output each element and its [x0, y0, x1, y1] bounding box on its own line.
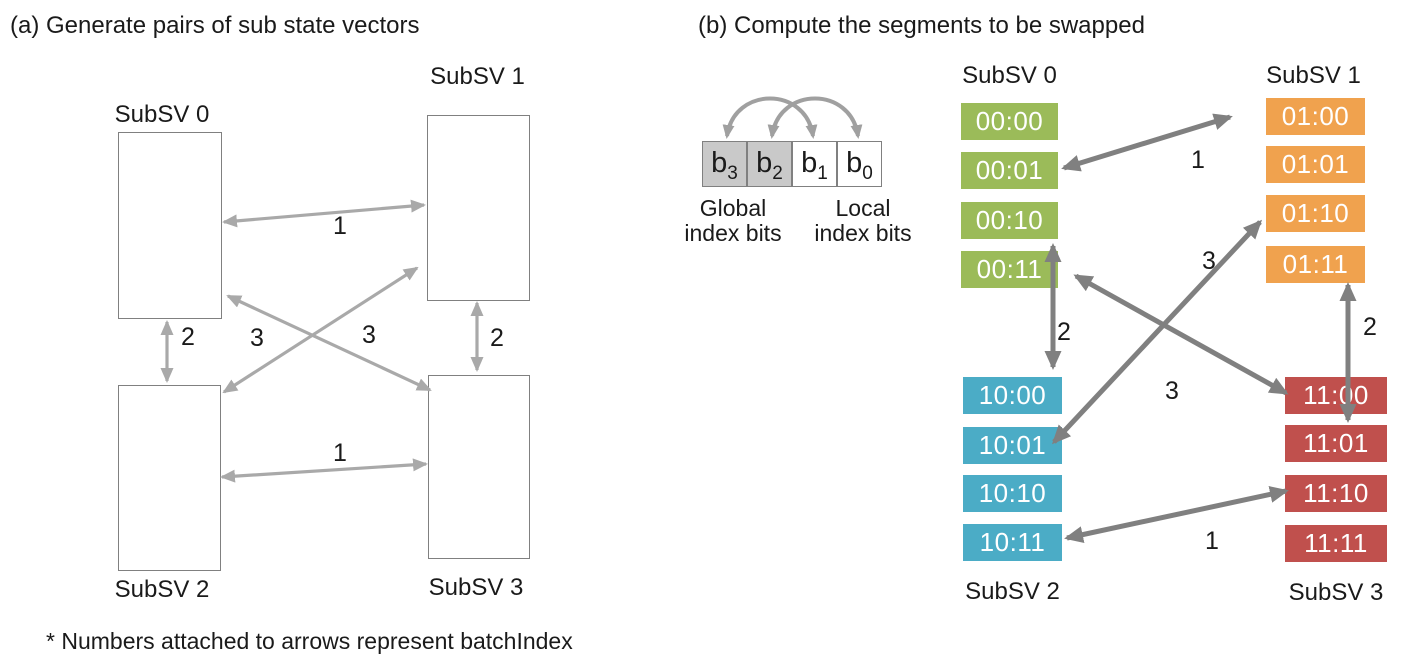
arrow-label-batch3: 3	[1165, 377, 1179, 405]
segment-00-11: 00:11	[961, 251, 1058, 288]
segment-00-10: 00:10	[961, 202, 1058, 239]
bit-subscript: 3	[727, 162, 738, 184]
col-subsv1-label: SubSV 1	[1266, 62, 1361, 89]
arrow-a-0-1	[222, 199, 426, 228]
bit-base: b	[846, 147, 863, 179]
panel-a-title: (a) Generate pairs of sub state vectors	[10, 12, 420, 39]
arrow-label-batch1: 1	[1205, 527, 1219, 555]
segment-10-11: 10:11	[963, 524, 1062, 561]
global-index-bits-label: Global index bits	[672, 196, 794, 246]
segment-00-00: 00:00	[961, 103, 1058, 140]
subsv1-label: SubSV 1	[430, 63, 525, 90]
figure-footnote: * Numbers attached to arrows represent b…	[46, 628, 573, 654]
segment-10-01: 10:01	[963, 427, 1062, 464]
subsv3-label: SubSV 3	[428, 574, 524, 601]
local-label-line1: Local	[835, 195, 891, 221]
arrow-label-batch2: 2	[1363, 313, 1377, 341]
subsv0-label: SubSV 0	[114, 101, 210, 128]
segment-01-01: 01:01	[1266, 146, 1365, 183]
bit-base: b	[756, 147, 773, 179]
arrow-label-batch3: 3	[250, 324, 264, 352]
col-subsv0-label: SubSV 0	[962, 62, 1057, 89]
bit-base: b	[711, 147, 728, 179]
bit-cell-b0: b0	[837, 141, 882, 187]
subsv1-box	[427, 115, 530, 301]
arrow-label-batch1: 1	[333, 212, 347, 240]
global-label-line1: Global	[699, 195, 767, 221]
bit-cell-b1: b1	[792, 141, 837, 187]
local-index-bits-label: Local index bits	[802, 196, 924, 246]
bit-base: b	[801, 147, 818, 179]
bit-subscript: 0	[862, 162, 873, 184]
segment-10-00: 10:00	[963, 377, 1062, 414]
segment-01-10: 01:10	[1266, 195, 1365, 232]
global-label-line2: index bits	[684, 220, 782, 246]
subsv2-label: SubSV 2	[114, 576, 210, 603]
bit-subscript: 1	[817, 162, 828, 184]
arrow-a-2-3	[220, 458, 428, 483]
bit-cell-b2: b2	[747, 141, 792, 187]
subsv2-box	[118, 385, 221, 571]
arrow-label-batch1: 1	[1191, 146, 1205, 174]
arrow-b-1001-0110	[1051, 219, 1263, 445]
segment-11-10: 11:10	[1285, 475, 1387, 512]
segment-10-10: 10:10	[963, 475, 1062, 512]
bit-cell-b3: b3	[702, 141, 747, 187]
arrow-label-batch3: 3	[1202, 247, 1216, 275]
bit-subscript: 2	[772, 162, 783, 184]
panel-b-title: (b) Compute the segments to be swapped	[698, 12, 1145, 39]
arc-b3-b1	[722, 96, 818, 139]
subsv0-box	[118, 132, 222, 319]
col-subsv3-label: SubSV 3	[1288, 579, 1384, 606]
arc-b2-b0	[767, 96, 863, 139]
arrow-b-1011-1110	[1064, 486, 1289, 543]
segment-01-00: 01:00	[1266, 98, 1365, 135]
segment-01-11: 01:11	[1266, 246, 1365, 283]
segment-11-01: 11:01	[1285, 425, 1387, 462]
arrow-label-batch2: 2	[181, 323, 195, 351]
subsv3-box	[428, 375, 530, 559]
arrow-label-batch3: 3	[362, 321, 376, 349]
arrow-label-batch1: 1	[333, 439, 347, 467]
arrow-label-batch2: 2	[1057, 318, 1071, 346]
segment-11-11: 11:11	[1285, 525, 1387, 562]
arrow-label-batch2: 2	[490, 324, 504, 352]
col-subsv2-label: SubSV 2	[965, 578, 1060, 605]
segment-11-00: 11:00	[1285, 377, 1387, 414]
local-label-line2: index bits	[814, 220, 912, 246]
segment-00-01: 00:01	[961, 152, 1058, 189]
bit-swap-arcs	[722, 96, 863, 139]
